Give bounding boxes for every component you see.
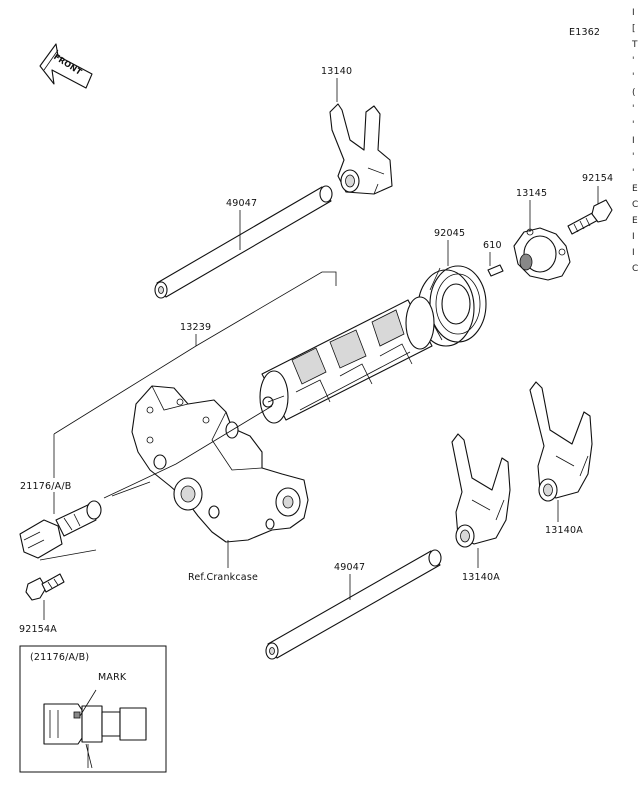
edge-char: C — [632, 200, 639, 210]
edge-char: ' — [632, 152, 635, 162]
edge-char: C — [632, 264, 639, 274]
label-13140-top: 13140 — [321, 66, 353, 77]
bolt-top — [567, 199, 613, 235]
label-92154a: 92154A — [19, 624, 57, 635]
inset-title: (21176/A/B) — [30, 652, 90, 663]
edge-char: ' — [632, 56, 635, 66]
label-610: 610 — [483, 240, 502, 251]
label-92154: 92154 — [582, 173, 614, 184]
diagram-code: E1362 — [569, 27, 601, 38]
fork-shaft-lower — [265, 549, 442, 660]
shift-drum-13239 — [259, 296, 435, 424]
bolt-bottom — [25, 573, 65, 601]
inset-mark-label: MARK — [98, 672, 127, 683]
edge-char: ' — [632, 168, 635, 178]
gear-position-sensor — [19, 500, 102, 559]
shift-fork-middle — [451, 433, 511, 548]
edge-char: T — [632, 40, 638, 50]
drum-holder-13145 — [513, 227, 571, 281]
label-ref-crankcase: Ref.Crankcase — [188, 572, 259, 583]
label-13145: 13145 — [516, 188, 548, 199]
edge-char: ( — [632, 88, 636, 98]
sensor-detail-inset — [19, 645, 167, 773]
bearing-92045 — [417, 265, 487, 347]
edge-char: I — [632, 136, 635, 146]
fork-shaft-upper — [154, 185, 333, 299]
label-49047-upper: 49047 — [226, 198, 258, 209]
edge-char: ' — [632, 104, 635, 114]
edge-char: ' — [632, 72, 635, 82]
label-13239: 13239 — [180, 322, 212, 333]
label-13140a-right: 13140A — [545, 525, 583, 536]
edge-char: I — [632, 232, 635, 242]
label-49047-lower: 49047 — [334, 562, 366, 573]
edge-char: I — [632, 248, 635, 258]
edge-char: ' — [632, 120, 635, 130]
leader-lines — [39, 78, 599, 620]
front-arrow-icon — [39, 43, 93, 89]
edge-char: [ — [632, 24, 636, 34]
shift-fork-right — [529, 381, 593, 502]
crankcase-reference — [131, 385, 309, 543]
edge-char: E — [632, 216, 638, 226]
shift-fork-top — [329, 103, 393, 195]
edge-char: E — [632, 184, 638, 194]
label-92045: 92045 — [434, 228, 466, 239]
edge-char: I — [632, 8, 635, 18]
label-21176: 21176/A/B — [20, 481, 72, 492]
pin-610 — [487, 264, 504, 277]
right-edge-text: I [ T ' ' ( ' ' I ' ' E C E I I C — [632, 8, 641, 288]
label-13140a-middle: 13140A — [462, 572, 500, 583]
